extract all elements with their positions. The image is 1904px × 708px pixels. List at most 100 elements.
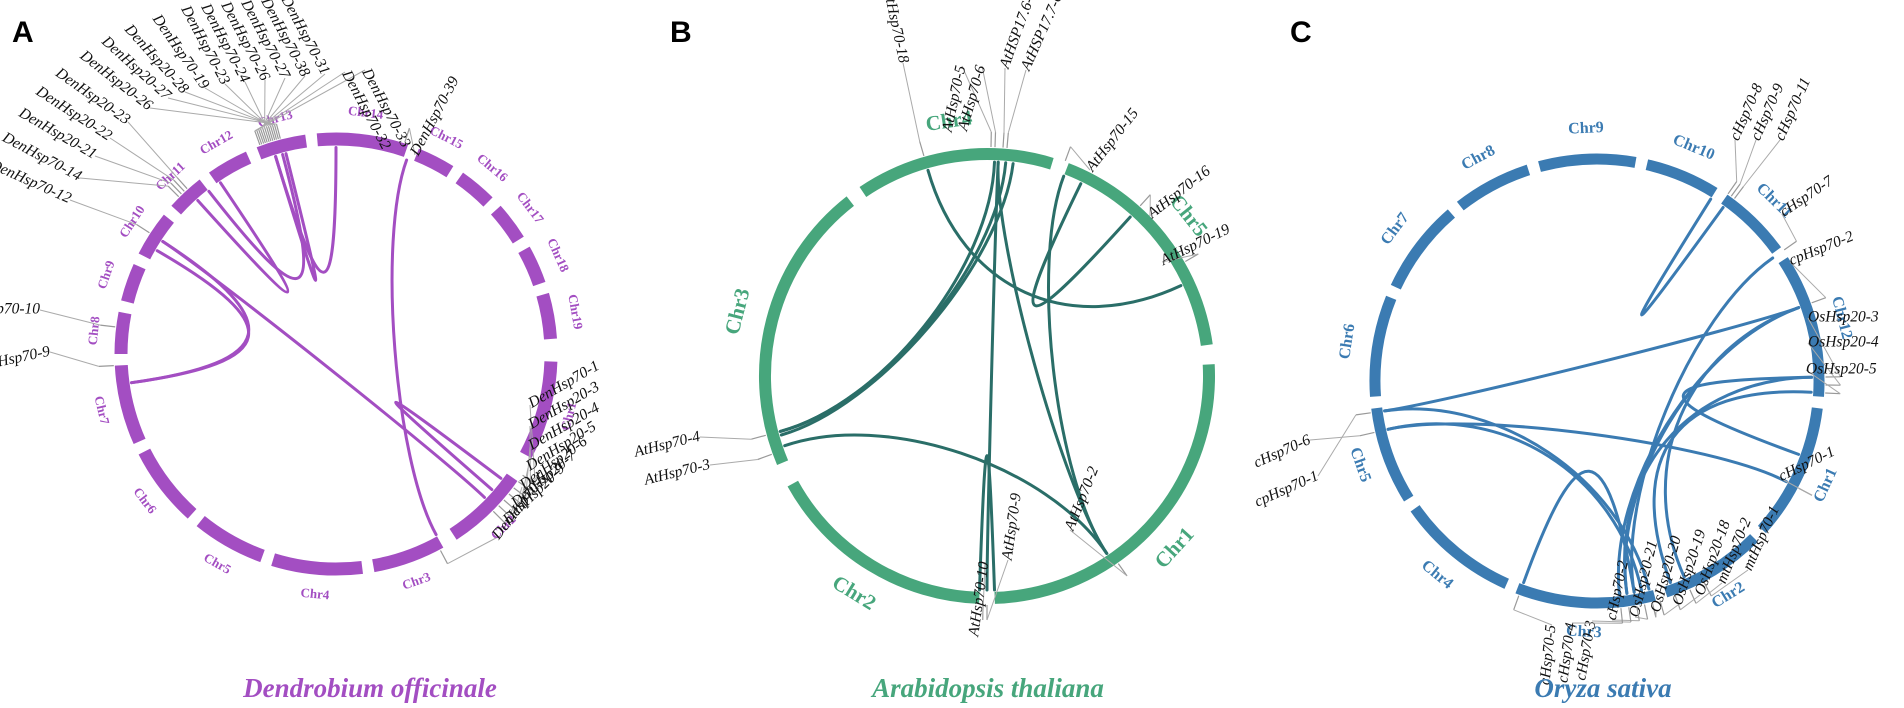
chromosome-arc (1369, 295, 1397, 397)
gene-leader (254, 69, 366, 132)
gene-leader (1161, 253, 1199, 263)
gene-leader (986, 559, 1009, 621)
panel-a: AChr1Chr2Chr3Chr4Chr5Chr6Chr7Chr8Chr9Chr… (0, 0, 603, 703)
gene-tick (275, 123, 281, 139)
gene-label: AtHsp70-3 (642, 456, 712, 489)
gene-tick (439, 550, 449, 564)
panel-c: CChr1Chr2Chr3Chr4Chr5Chr6Chr7Chr8Chr9Chr… (1251, 16, 1879, 703)
gene-tick (498, 505, 511, 517)
synteny-link (1031, 182, 1132, 308)
gene-tick (404, 127, 410, 143)
gene-tick (503, 499, 516, 511)
chromosome-label: Chr19 (565, 293, 586, 331)
gene-tick (170, 182, 182, 195)
synteny-link (394, 400, 503, 491)
gene-tick (522, 474, 536, 484)
chromosome-arc (413, 148, 454, 178)
gene-leader (902, 62, 921, 142)
chromosome-label: Chr4 (300, 585, 331, 603)
gene-tick (1620, 608, 1624, 624)
chromosome-arc (536, 292, 557, 340)
chromosome-arc (138, 214, 175, 260)
chromosome-label: Chr1 (1149, 522, 1198, 573)
synteny-link (1640, 197, 1725, 317)
gene-tick (256, 129, 263, 145)
gene-tick (260, 128, 266, 144)
chromosome-arc (1663, 534, 1758, 598)
synteny-link (1663, 306, 1801, 579)
gene-leader (1805, 369, 1841, 395)
gene-tick (1628, 607, 1632, 623)
gene-label: cHsp70-6 (1251, 431, 1313, 471)
chromosome-label: Chr9 (1568, 119, 1604, 138)
synteny-link (926, 168, 1183, 308)
gene-label: DenHsp70-10 (0, 301, 40, 318)
gene-leader (1695, 582, 1723, 604)
chromosome-arc (859, 148, 1054, 197)
gene-leader (49, 351, 99, 367)
chromosome-arc (121, 263, 146, 304)
gene-leader (709, 459, 758, 466)
chromosome-label: Chr10 (116, 202, 148, 240)
synteny-link (778, 160, 996, 433)
gene-tick (1643, 604, 1649, 620)
gene-tick (269, 125, 276, 141)
gene-leader (149, 107, 277, 125)
chromosome-label: Chr2 (828, 570, 880, 615)
synteny-link (783, 433, 1109, 555)
gene-label: cpHsp70-2 (1786, 228, 1856, 269)
chromosome-arc (1757, 407, 1823, 534)
gene-leader (961, 65, 992, 133)
gene-tick (267, 126, 274, 141)
gene-tick (1674, 595, 1681, 611)
gene-leader (529, 425, 531, 491)
gene-label: AtHsp70-15 (1082, 105, 1142, 175)
synteny-link (130, 240, 251, 385)
gene-leader (447, 537, 497, 565)
gene-tick (1006, 132, 1009, 148)
synteny-link (1522, 469, 1636, 594)
chromosome-arc (1515, 583, 1656, 609)
gene-leader (1743, 139, 1781, 187)
gene-leader (509, 504, 515, 517)
synteny-link (1386, 422, 1644, 593)
gene-leader (1807, 317, 1841, 378)
gene-tick (262, 127, 268, 143)
gene-tick (100, 324, 116, 328)
gene-tick (1783, 240, 1797, 251)
gene-label: OsHsp20-4 (1808, 334, 1879, 351)
gene-leader (94, 155, 172, 184)
gene-label: OsHsp20-3 (1808, 309, 1879, 326)
panel-letter: C (1290, 16, 1312, 49)
chromosome-arc (1390, 209, 1456, 290)
gene-tick (173, 179, 185, 192)
gene-label: DenHsp70-9 (0, 343, 52, 376)
gene-leader (1739, 139, 1757, 185)
gene-label: cHsp70-7 (1777, 172, 1838, 220)
gene-tick (508, 493, 521, 504)
synteny-link (390, 158, 438, 537)
chromosome-label: Chr1 (557, 400, 579, 432)
gene-leader (262, 77, 286, 129)
gene-leader (699, 436, 752, 440)
chromosome-arc (114, 311, 132, 355)
synteny-link (274, 152, 318, 282)
chromosome-label: Chr3 (720, 286, 755, 337)
chromosome-label: Chr6 (1336, 323, 1358, 361)
synteny-link (1681, 375, 1813, 456)
gene-leader (1591, 620, 1631, 623)
gene-leader (1069, 529, 1128, 577)
gene-tick (1513, 595, 1520, 611)
synteny-link (1383, 407, 1651, 591)
chromosome-arc (1064, 163, 1213, 346)
gene-tick (1727, 181, 1738, 195)
chromosome-arc (114, 364, 146, 445)
chromosome-label: Chr18 (544, 236, 572, 275)
synteny-link (1386, 422, 1788, 484)
gene-leader (525, 446, 531, 497)
gene-tick (1689, 589, 1697, 604)
gene-tick (1730, 183, 1741, 197)
gene-tick (1825, 392, 1841, 395)
gene-leader (408, 127, 416, 156)
